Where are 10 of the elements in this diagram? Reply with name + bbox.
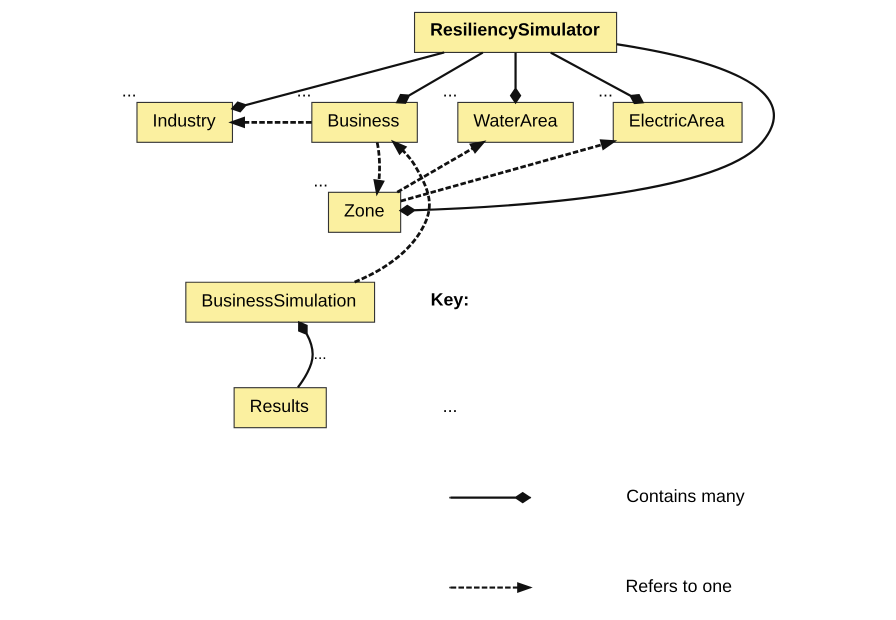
label: Key: — [430, 289, 470, 310]
node-label: ... — [296, 80, 312, 101]
node-label: ... — [442, 80, 458, 101]
node-label: ... — [122, 80, 137, 101]
label: ... — [442, 396, 458, 416]
edge-label: ... — [314, 346, 327, 364]
node-label: ... — [313, 170, 328, 191]
node-label: ... — [598, 80, 613, 101]
legend-label: Contains many — [626, 486, 745, 506]
legend-label: Refers to one — [625, 576, 732, 596]
